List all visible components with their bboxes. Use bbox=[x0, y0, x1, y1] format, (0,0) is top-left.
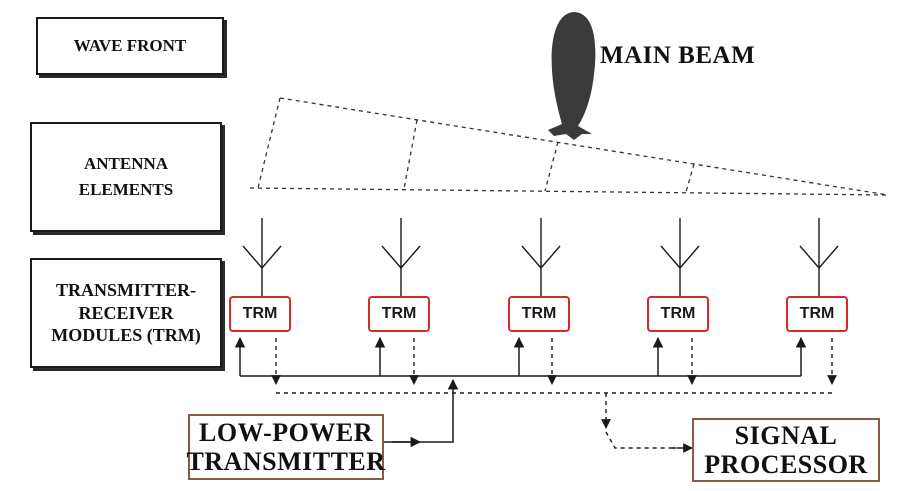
trm-module-2: TRM bbox=[368, 296, 430, 332]
antenna-4 bbox=[660, 218, 700, 296]
main-beam-label: MAIN BEAM bbox=[600, 42, 755, 70]
antenna-elements-line-1: ANTENNA bbox=[83, 153, 169, 173]
wave-front-lines bbox=[249, 97, 889, 196]
antenna-2 bbox=[381, 218, 421, 296]
processor-line-1: SIGNAL bbox=[734, 420, 838, 450]
wave-front-left-edge bbox=[257, 97, 281, 189]
wave-front-tick-1 bbox=[403, 119, 418, 190]
signal-processor-box: SIGNAL PROCESSOR bbox=[692, 418, 880, 482]
transmit-bus bbox=[234, 336, 807, 448]
low-power-transmitter-box: LOW-POWER TRANSMITTER bbox=[186, 414, 386, 480]
trm-section-line-2: RECEIVER bbox=[78, 302, 174, 323]
wave-front-tick-3 bbox=[685, 163, 695, 193]
antenna-elements-line-2: ELEMENTS bbox=[78, 180, 174, 199]
antennas bbox=[242, 218, 839, 296]
receive-to-processor bbox=[605, 431, 680, 449]
transmitter-line-2: TRANSMITTER bbox=[186, 447, 386, 476]
trm-module-3: TRM bbox=[508, 296, 570, 332]
antenna-3 bbox=[521, 218, 561, 296]
antenna-elements-label: ANTENNA ELEMENTS bbox=[30, 122, 222, 232]
wave-front-label: WAVE FRONT bbox=[36, 17, 224, 75]
transmitter-feed-line bbox=[392, 402, 454, 443]
trm-module-4: TRM bbox=[647, 296, 709, 332]
wave-front-baseline bbox=[249, 187, 889, 196]
trm-module-4-label: TRM bbox=[660, 305, 696, 322]
main-beam-lobe bbox=[548, 12, 596, 140]
receive-bus bbox=[271, 338, 837, 453]
processor-line-2: PROCESSOR bbox=[704, 450, 868, 479]
trm-section-label: TRANSMITTER- RECEIVER MODULES (TRM) bbox=[30, 258, 222, 368]
trm-module-5-label: TRM bbox=[799, 305, 835, 322]
wave-front-upper-line bbox=[279, 97, 889, 196]
trm-module-1: TRM bbox=[229, 296, 291, 332]
trm-section-line-3: MODULES (TRM) bbox=[51, 325, 201, 346]
wave-front-text: WAVE FRONT bbox=[73, 35, 187, 55]
main-beam-text: MAIN BEAM bbox=[600, 42, 756, 69]
antenna-1 bbox=[242, 218, 282, 296]
trm-module-5: TRM bbox=[786, 296, 848, 332]
transmitter-line-1: LOW-POWER bbox=[199, 417, 373, 447]
wave-front-tick-2 bbox=[544, 141, 559, 192]
trm-module-1-label: TRM bbox=[242, 305, 278, 322]
antenna-5 bbox=[799, 218, 839, 296]
main-beam-shape bbox=[548, 12, 596, 140]
trm-module-3-label: TRM bbox=[521, 305, 557, 322]
trm-section-line-1: TRANSMITTER- bbox=[55, 280, 197, 301]
trm-module-2-label: TRM bbox=[381, 305, 417, 322]
